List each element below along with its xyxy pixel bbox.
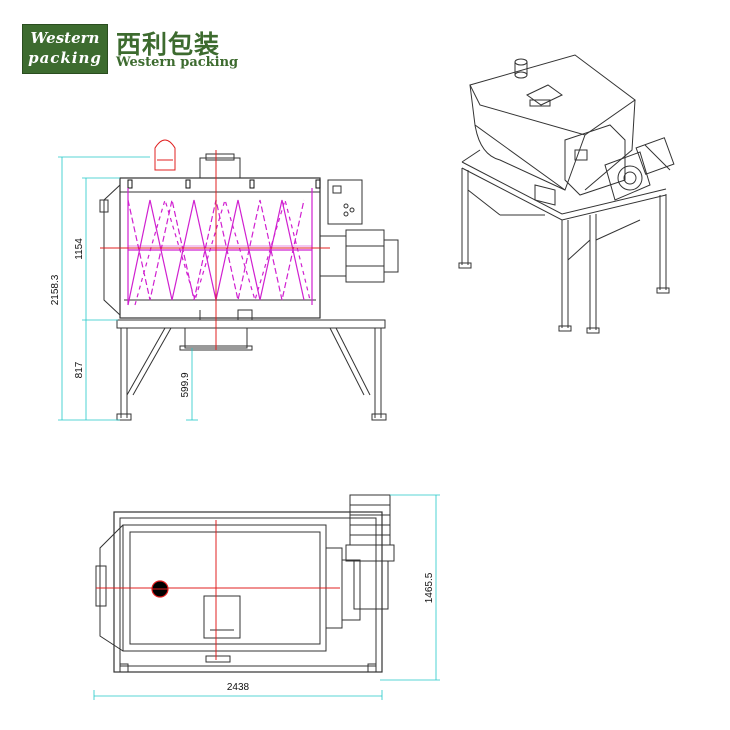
ribbon-agitator (127, 188, 313, 306)
top-motor (349, 494, 391, 546)
front-centerlines (100, 150, 330, 350)
dim-width: 1465.5 (424, 572, 435, 603)
support-frame (116, 319, 386, 329)
top-centerlines (96, 520, 340, 660)
logo-chinese-name: 西利包装 (116, 30, 221, 59)
motor (345, 229, 385, 283)
control-box (327, 179, 363, 225)
dim-length: 2438 (227, 682, 250, 693)
dim-discharge-height: 599.9 (180, 372, 191, 397)
logo-box-line2: packing (28, 49, 102, 67)
dim-frame-height: 817 (74, 361, 85, 378)
top-dimension-lines (93, 494, 440, 700)
top-frame (113, 511, 383, 673)
top-discharge (203, 595, 241, 639)
logo-english-name: Western packing (116, 55, 239, 70)
dim-tank-height: 1154 (74, 238, 85, 260)
dim-overall-height: 2158.3 (50, 274, 61, 305)
front-dimension-lines (58, 156, 198, 421)
logo-box-line1: Western (30, 29, 100, 47)
isometric-view (458, 54, 675, 334)
hatch (154, 139, 176, 171)
top-view (95, 494, 395, 673)
top-inlet (199, 157, 241, 179)
company-logo-box: Western packing (22, 24, 108, 74)
